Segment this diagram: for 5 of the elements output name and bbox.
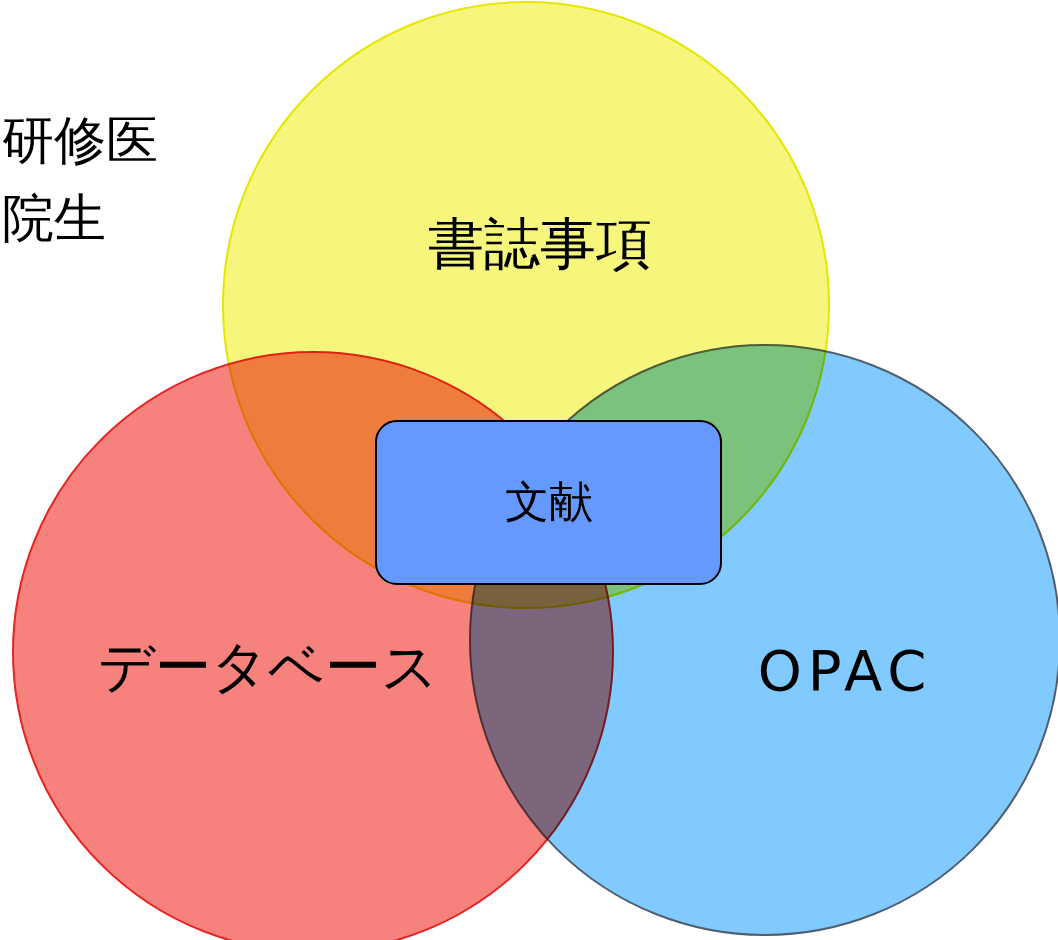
side-label: 研修医 [2, 109, 158, 172]
side-label: 院生 [2, 187, 106, 250]
circle-label: 書誌事項 [428, 210, 652, 278]
circle-label: OPAC [757, 637, 933, 703]
circle-label: データベース [98, 633, 438, 701]
